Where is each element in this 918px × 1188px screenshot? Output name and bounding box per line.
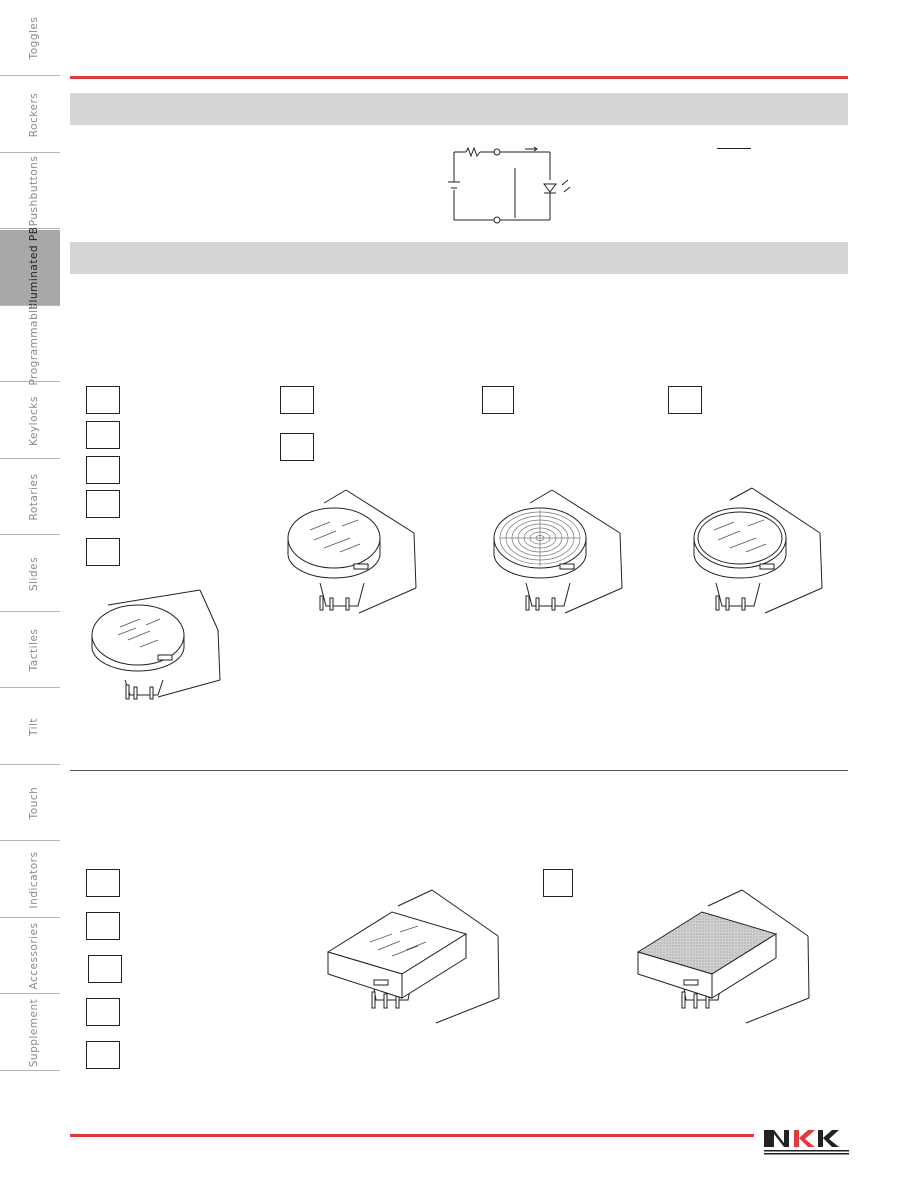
option-box [86, 998, 120, 1026]
overline-mark [717, 148, 751, 149]
sidebar-item-label: Accessories [28, 922, 40, 990]
option-box [86, 421, 120, 449]
option-box [543, 869, 573, 897]
nkk-logo [764, 1130, 849, 1155]
square-cap-textured-drawing [636, 889, 810, 1024]
sidebar-item-label: Tactiles [28, 628, 40, 672]
sidebar-item-touch[interactable]: Touch [0, 765, 60, 841]
sidebar-item-label: Slides [28, 556, 40, 591]
option-box [86, 456, 120, 484]
sidebar-item-slides[interactable]: Slides [0, 536, 60, 612]
option-box [280, 433, 314, 461]
option-box [280, 386, 314, 414]
sidebar-item-indicators[interactable]: Indicators [0, 842, 60, 918]
option-box [86, 912, 120, 940]
sidebar-item-supplement[interactable]: Supplement [0, 995, 60, 1071]
option-box [86, 869, 120, 897]
sidebar-item-programmable[interactable]: Programmable [0, 302, 60, 386]
led-circuit-diagram [448, 146, 571, 224]
top-red-rule [70, 76, 848, 79]
option-box [86, 1041, 120, 1069]
sidebar-item-tactiles[interactable]: Tactiles [0, 612, 60, 688]
sidebar-item-tilt[interactable]: Tilt [0, 689, 60, 765]
sidebar-item-label: Rockers [28, 92, 40, 137]
sidebar-item-rockers[interactable]: Rockers [0, 77, 60, 153]
option-box [88, 955, 122, 983]
sidebar-item-rotaries[interactable]: Rotaries [0, 459, 60, 535]
section-band-middle [70, 242, 848, 274]
sidebar-item-label: Illuminated PB [28, 226, 40, 309]
option-box [86, 538, 120, 566]
sidebar-item-illuminated-pb[interactable]: Illuminated PB [0, 226, 60, 309]
sidebar-item-label: Toggles [28, 16, 40, 60]
round-cap-bezel-drawing [693, 487, 823, 614]
sidebar-item-keylocks[interactable]: Keylocks [0, 383, 60, 459]
bottom-red-rule [70, 1134, 754, 1137]
round-cap-clear-drawing [91, 589, 221, 700]
sidebar-item-label: Keylocks [28, 395, 40, 446]
sidebar-item-label: Programmable [28, 302, 40, 386]
sidebar-item-label: Touch [28, 786, 40, 820]
square-cap-clear-drawing [326, 889, 500, 1024]
section-divider [70, 770, 848, 771]
sidebar-item-label: Tilt [28, 717, 40, 736]
sidebar-item-label: Indicators [28, 851, 40, 908]
option-box [86, 490, 120, 518]
sidebar-item-accessories[interactable]: Accessories [0, 918, 60, 994]
section-band-top [70, 93, 848, 125]
round-cap-frosted-drawing [287, 489, 417, 614]
sidebar-item-label: Supplement [28, 998, 40, 1067]
sidebar-item-toggles[interactable]: Toggles [0, 0, 60, 76]
sidebar-item-label: Pushbuttons [28, 155, 40, 227]
option-box [482, 386, 514, 414]
sidebar-item-label: Rotaries [28, 473, 40, 521]
option-box [668, 386, 702, 414]
option-box [86, 386, 120, 414]
round-cap-fresnel-drawing [493, 489, 623, 614]
sidebar-item-pushbuttons[interactable]: Pushbuttons [0, 153, 60, 229]
